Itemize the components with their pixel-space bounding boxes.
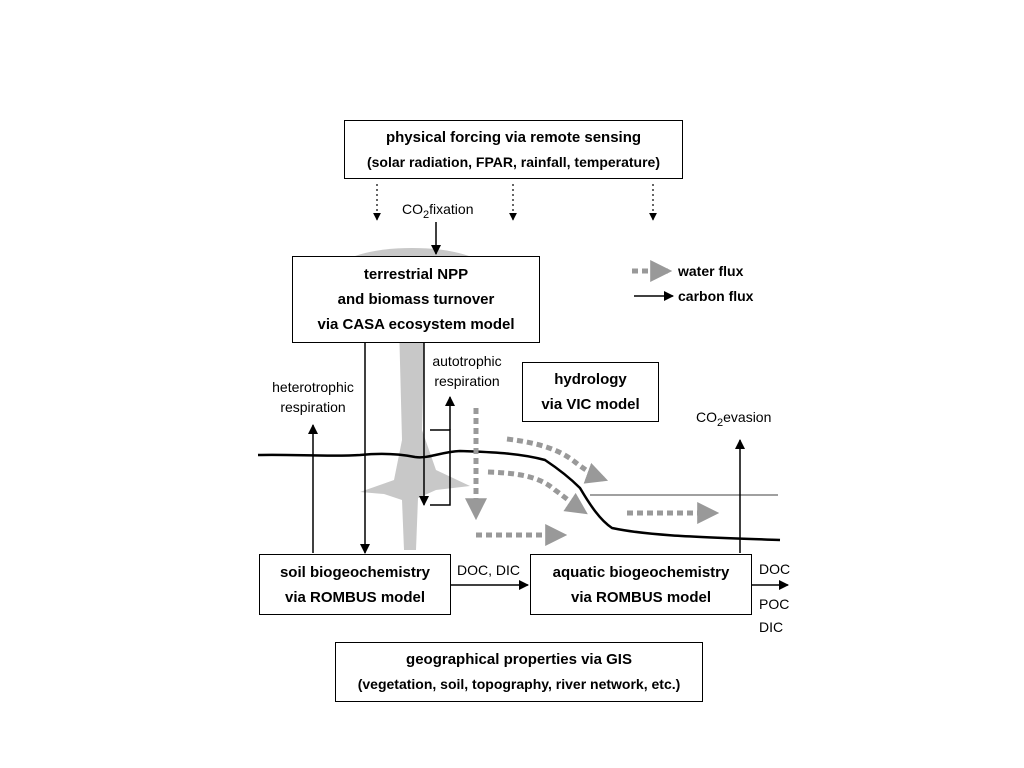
physical-forcing-title: physical forcing via remote sensing — [385, 128, 642, 146]
doc-dic-label: DOC, DIC — [457, 562, 520, 578]
hydrology-box: hydrology via VIC model — [522, 362, 659, 422]
terrestrial-npp-line2: and biomass turnover — [337, 291, 495, 308]
soil-biogeochemistry-line2: via ROMBUS model — [284, 588, 426, 606]
output-doc-label: DOC — [759, 561, 791, 577]
legend-water-flux-label: water flux — [678, 263, 744, 279]
soil-biogeochemistry-box: soil biogeochemistry via ROMBUS model — [259, 554, 451, 615]
geographical-properties-subtitle: (vegetation, soil, topography, river net… — [357, 676, 681, 692]
water-flux-arrow-upper — [506, 436, 609, 484]
aquatic-biogeochemistry-line2: via ROMBUS model — [570, 588, 712, 606]
heterotrophic-respiration-label: heterotrophic respiration — [272, 379, 354, 415]
co2-fixation-label: CO2fixation — [402, 201, 474, 221]
output-poc-label: POC — [759, 596, 790, 612]
hydrology-line1: hydrology — [554, 371, 627, 388]
geographical-properties-box: geographical properties via GIS (vegetat… — [335, 642, 703, 702]
soil-biogeochemistry-line1: soil biogeochemistry — [279, 563, 431, 581]
terrestrial-npp-line3: via CASA ecosystem model — [317, 316, 515, 333]
water-flux-arrow-middle — [487, 469, 588, 516]
aquatic-biogeochemistry-line1: aquatic biogeochemistry — [552, 563, 730, 581]
hydrology-line2: via VIC model — [541, 396, 640, 413]
ground-surface-line — [257, 449, 781, 542]
output-dic-label: DIC — [759, 619, 784, 635]
autotrophic-respiration-label: autotrophic respiration — [432, 353, 502, 389]
co2-evasion-label: CO2evasion — [696, 409, 772, 429]
water-flux-arrows — [465, 408, 720, 546]
terrestrial-npp-line1: terrestrial NPP — [363, 266, 469, 283]
physical-forcing-box: physical forcing via remote sensing (sol… — [344, 120, 683, 179]
legend-carbon-flux-label: carbon flux — [678, 288, 754, 304]
geographical-properties-title: geographical properties via GIS — [406, 651, 632, 668]
aquatic-biogeochemistry-box: aquatic biogeochemistry via ROMBUS model — [530, 554, 752, 615]
autotrophic-respiration-bracket — [430, 429, 451, 506]
physical-forcing-subtitle: (solar radiation, FPAR, rainfall, temper… — [366, 153, 661, 170]
terrestrial-npp-box: terrestrial NPP and biomass turnover via… — [292, 256, 540, 343]
